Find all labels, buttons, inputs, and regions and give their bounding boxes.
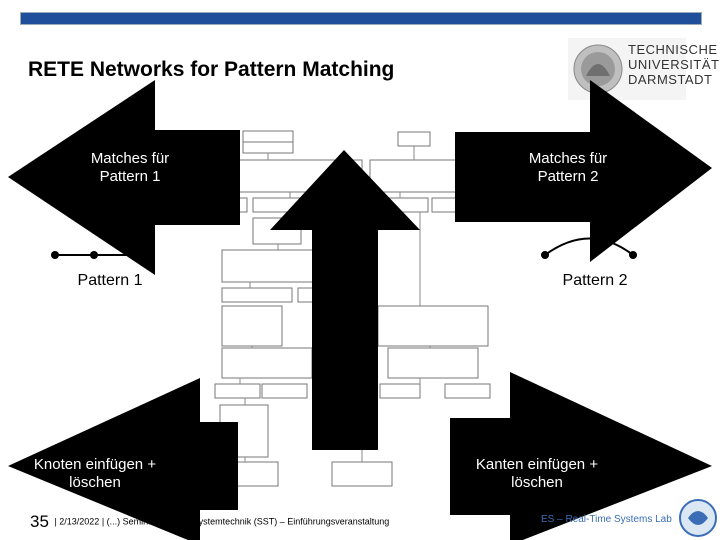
table-right: [377, 305, 489, 347]
es-lab-logo-icon: [679, 499, 717, 537]
footer-text: | 2/13/2022 | (...) Seminar Softwaresyst…: [54, 516, 390, 527]
propagation-label: Propagation: [334, 303, 351, 390]
tu-darmstadt-seal-icon: [568, 38, 686, 100]
top-accent-bar: [20, 12, 702, 25]
table-mid: [252, 217, 302, 245]
kanten-label: Kanten einfügen + löschen: [475, 456, 599, 491]
arrow-up-icon: [270, 150, 420, 450]
arrow-right-icon: [455, 80, 712, 262]
matches-pattern-1-label: Matches für Pattern 1: [90, 150, 170, 185]
arrow-bottom-left-icon: [8, 378, 238, 540]
logo-line-2: UNIVERSITÄT: [628, 57, 720, 72]
page-number: 35: [30, 512, 49, 531]
knoten-label: Knoten einfügen + löschen: [33, 456, 157, 491]
pattern-2-graph: [541, 237, 637, 259]
slide-title: RETE Networks for Pattern Matching: [28, 58, 395, 81]
lab-name: ES – Real-Time Systems Lab: [541, 514, 672, 525]
university-logo-text: TECHNISCHE UNIVERSITÄT DARMSTADT: [628, 42, 719, 87]
logo-line-3: DARMSTADT: [628, 72, 713, 87]
node-s3: [221, 347, 313, 379]
table-left: [221, 305, 283, 347]
pattern-1-graph: [51, 251, 137, 259]
node-r4: [444, 383, 491, 399]
pattern-2-label: Pattern 2: [562, 272, 628, 289]
node-s2: [331, 461, 393, 487]
arrow-left-icon: [8, 80, 240, 275]
node-s4: [387, 347, 479, 379]
node-r5: [221, 287, 293, 303]
node-r3: [379, 383, 421, 399]
right-table: [397, 131, 431, 147]
logo-line-1: TECHNISCHE: [628, 42, 718, 57]
node-r2: [261, 383, 308, 399]
arrow-bottom-right-icon: [450, 372, 712, 540]
footer: 35 | 2/13/2022 | (...) Seminar Softwares…: [30, 512, 389, 532]
matches-pattern-2-label: Matches für Pattern 2: [528, 150, 608, 185]
node-r1: [214, 383, 261, 399]
pattern-1-label: Pattern 1: [77, 272, 143, 289]
